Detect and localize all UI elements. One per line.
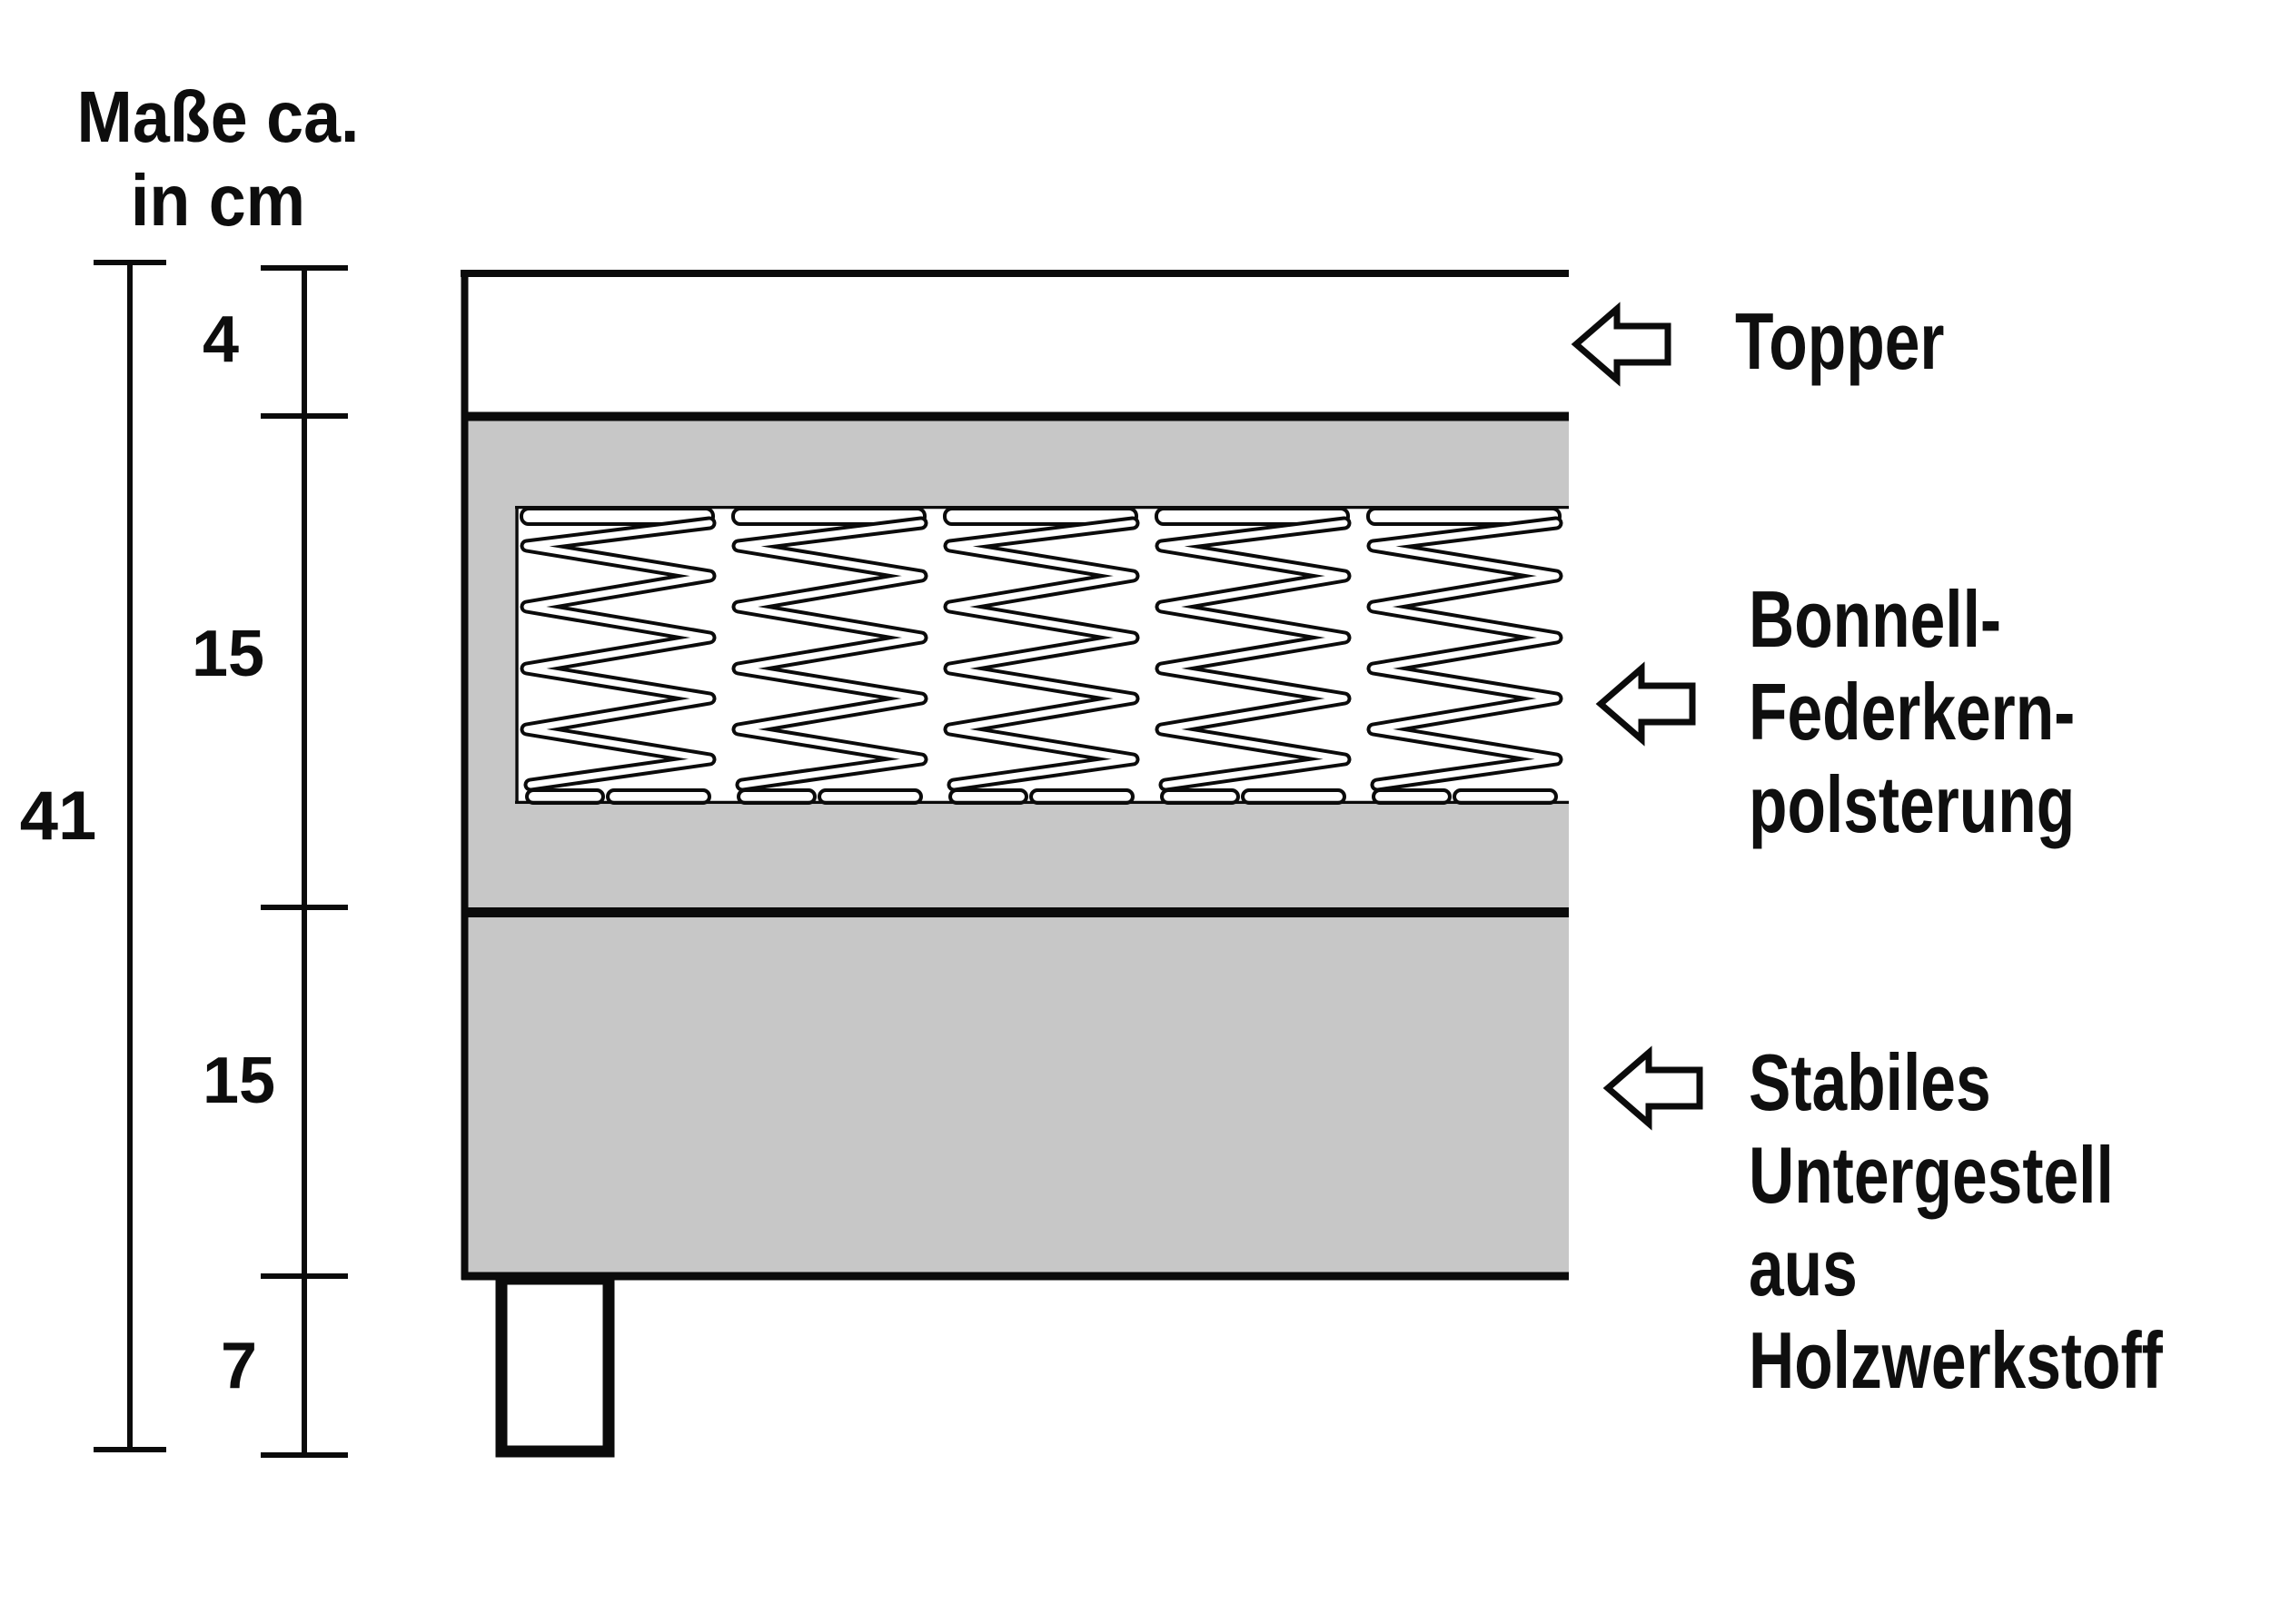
ruler-segment-base-value: 15	[202, 1045, 276, 1117]
ruler-segment-leg-value: 7	[220, 1330, 258, 1402]
spring-core-inset	[515, 505, 1569, 805]
ruler-total-value: 41	[19, 777, 97, 855]
springs-label: Bonnell- Federkern- polsterung	[1749, 574, 2076, 849]
ruler-title: Maße ca. in cm	[51, 75, 385, 243]
base-label: Stabiles Untergestell aus Holzwerkstoff	[1749, 1037, 2163, 1405]
annotation-arrows	[1571, 302, 1703, 1131]
ruler-title-line2: in cm	[130, 160, 306, 241]
springs-left-arrow-icon	[1595, 661, 1696, 747]
base-left-arrow-icon	[1602, 1045, 1703, 1131]
bed-leg	[495, 1272, 615, 1458]
topper-left-arrow-icon	[1571, 302, 1671, 387]
topper-label: Topper	[1735, 296, 1945, 386]
ruler-title-line1: Maße ca.	[76, 76, 360, 157]
bed-outline	[461, 270, 1569, 1281]
ruler-segment-springs-value: 15	[191, 618, 265, 690]
base-layer	[468, 916, 1569, 1272]
measure-ruler	[94, 260, 348, 1458]
ruler-segment-topper-value: 4	[202, 303, 240, 376]
